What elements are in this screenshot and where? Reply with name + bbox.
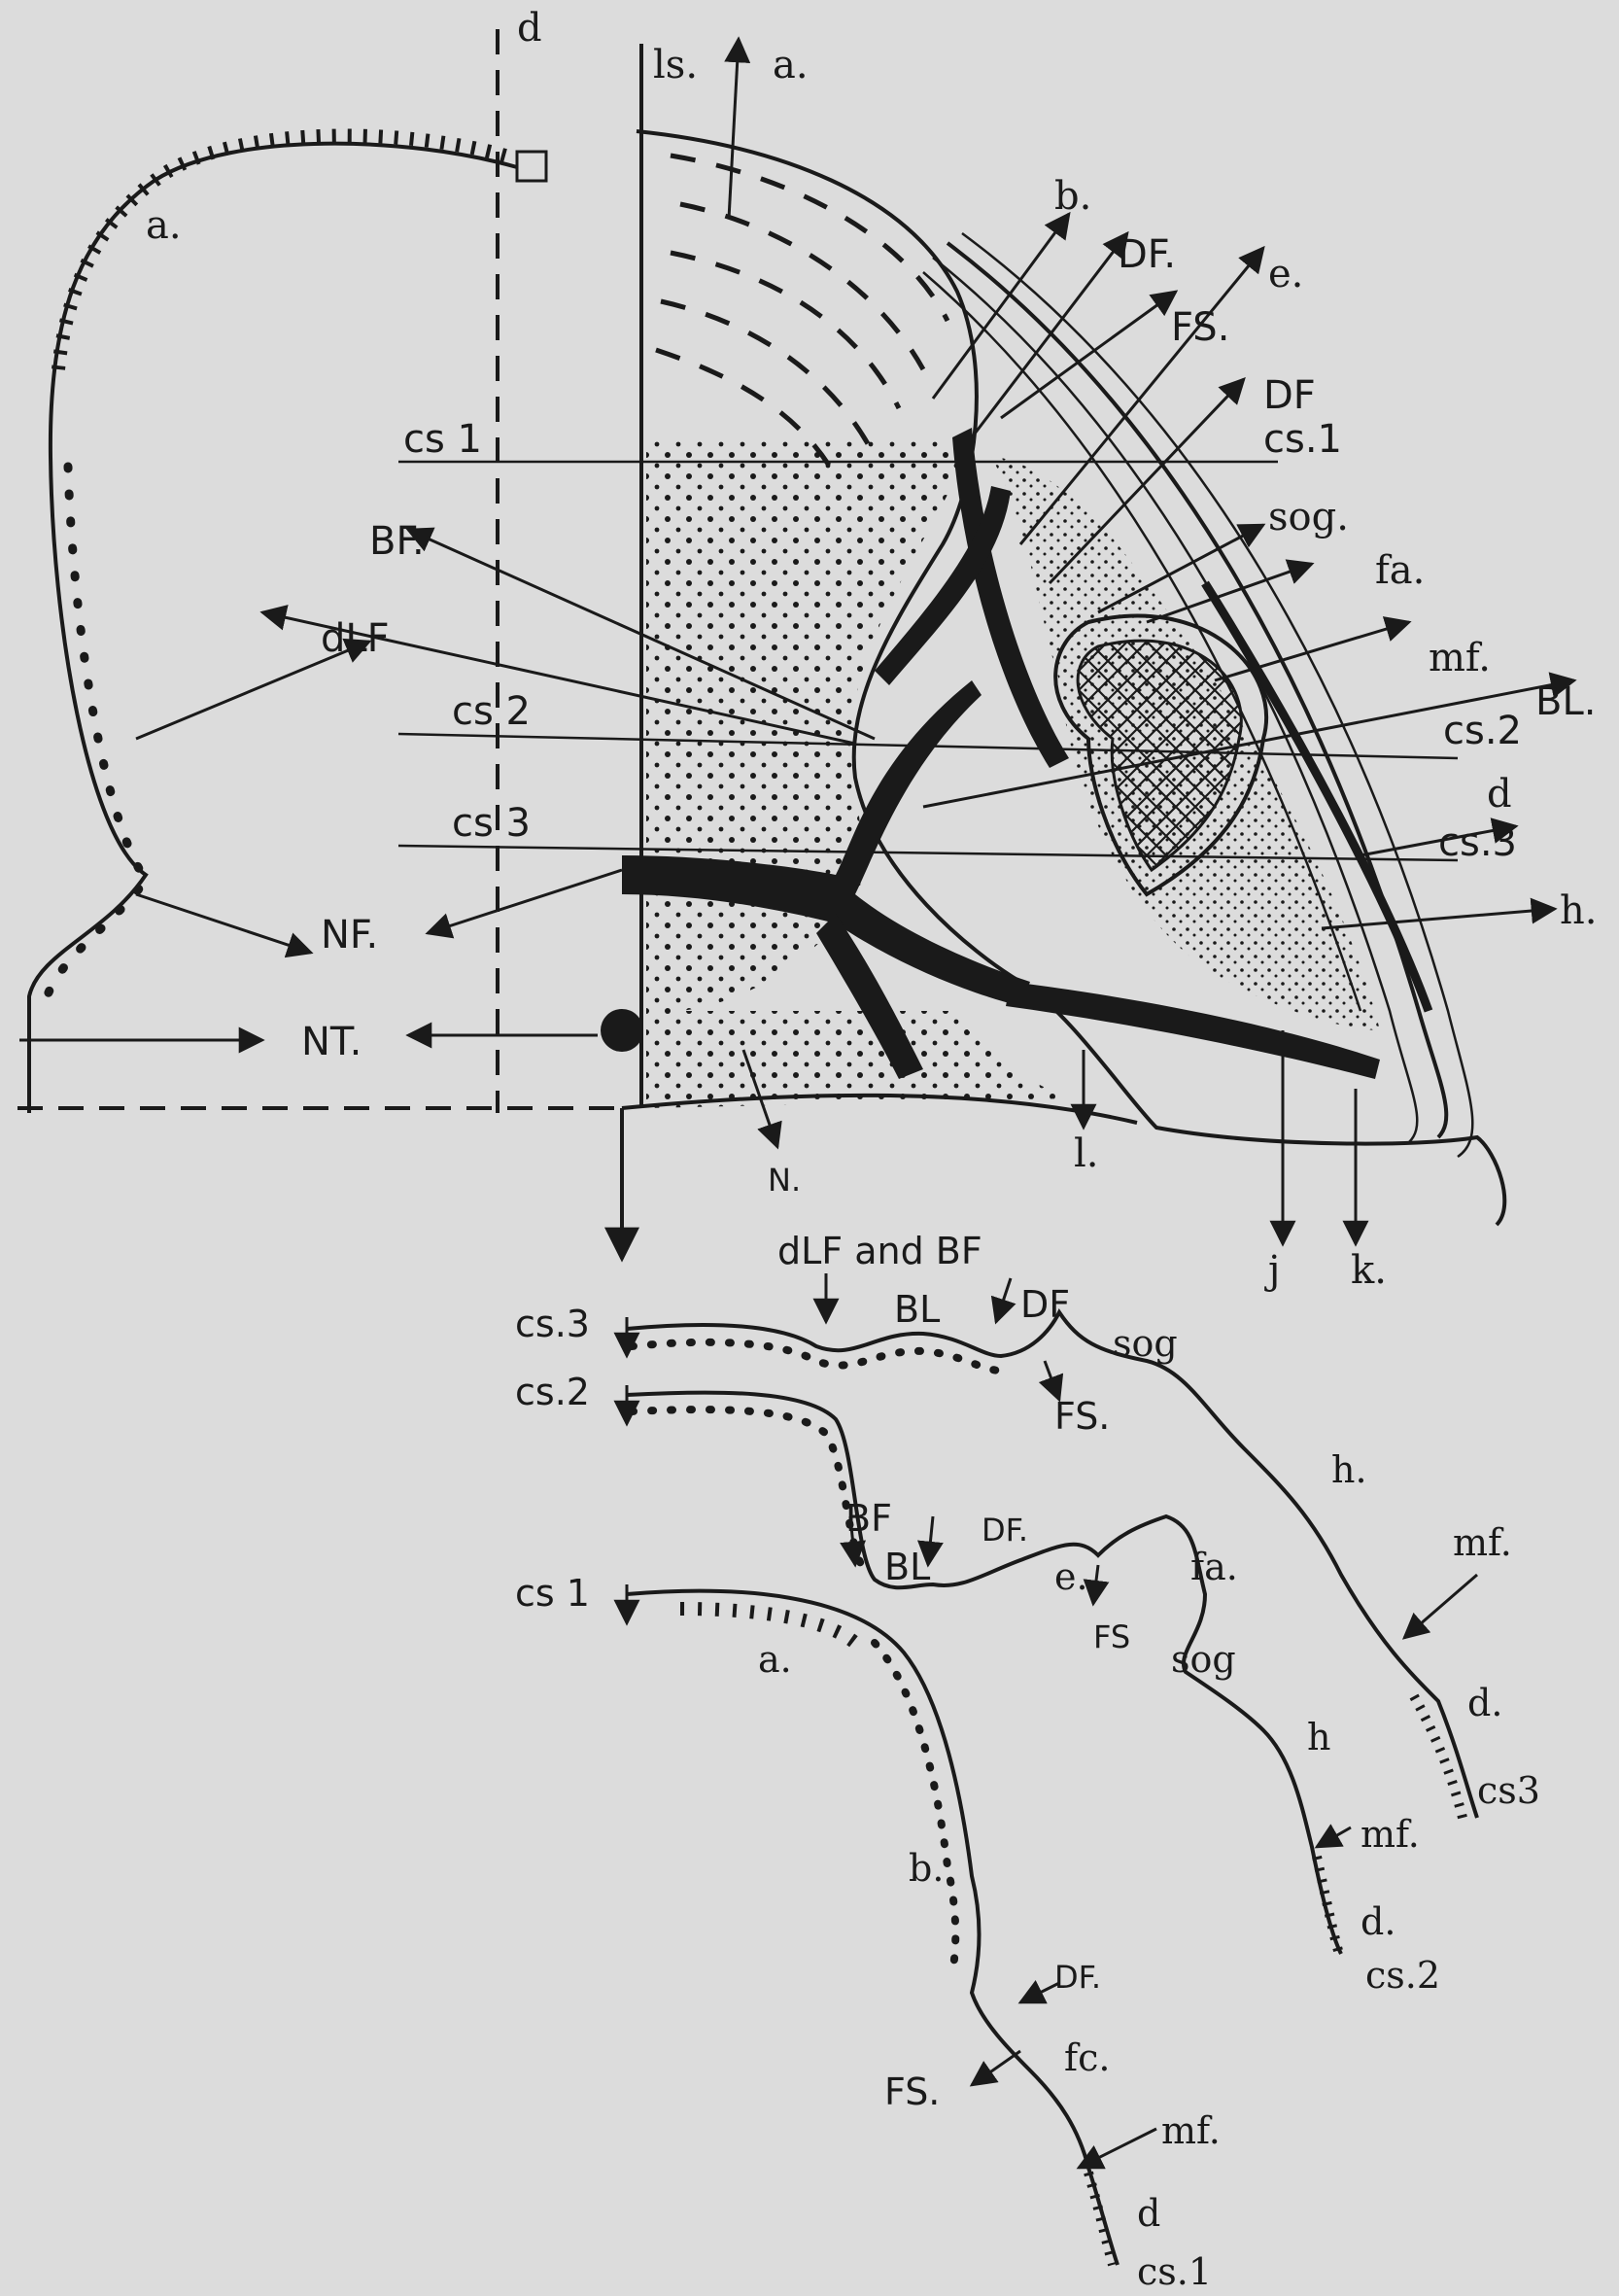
label-d-top: d xyxy=(517,6,542,51)
cs2-label-BL: BL xyxy=(884,1546,930,1588)
label-j: j xyxy=(1264,1248,1280,1293)
cs3-label-d: d. xyxy=(1467,1682,1502,1724)
label-cs2-left: cs 2 xyxy=(452,689,531,734)
cs1-label-d: d xyxy=(1137,2192,1160,2235)
head-outline xyxy=(29,144,517,1113)
cs3-label-h: h. xyxy=(1331,1448,1367,1491)
label-k: k. xyxy=(1351,1248,1387,1293)
cs1-label-DF: DF. xyxy=(1054,1959,1101,1996)
head-hatch xyxy=(58,136,505,369)
cs3-hatch xyxy=(1414,1696,1463,1818)
cs2-label-BF: BF xyxy=(845,1497,892,1540)
label-a-top: a. xyxy=(773,43,809,87)
cs1-label-a: a. xyxy=(758,1638,792,1681)
cs1-hatch-bottom xyxy=(1088,2173,1113,2265)
label-d-right: d xyxy=(1487,772,1512,817)
cs3-label-sog: sog xyxy=(1113,1322,1178,1365)
cs2-label: cs.2 xyxy=(515,1371,590,1413)
cs2-label-d: d. xyxy=(1361,1900,1395,1943)
label-BF: BF. xyxy=(369,519,425,564)
label-ls: ls. xyxy=(653,43,698,87)
cs2-label-mf: mf. xyxy=(1361,1813,1420,1856)
cs1-profile xyxy=(627,1591,1118,2265)
cs3-label-FS: FS. xyxy=(1054,1395,1110,1438)
cs3-label-DF: DF xyxy=(1020,1283,1070,1326)
section-arrows xyxy=(627,1273,1477,2168)
label-NF: NF. xyxy=(321,913,378,957)
label-fa: fa. xyxy=(1375,548,1425,593)
label-h: h. xyxy=(1560,888,1597,933)
cs2-dots xyxy=(632,1409,865,1570)
label-cs3-left: cs 3 xyxy=(452,801,531,846)
cs1-label-end: cs.1 xyxy=(1137,2250,1212,2293)
cs1-label-b: b. xyxy=(909,1847,944,1890)
cross-sections xyxy=(627,1273,1477,2265)
dashed-arcs xyxy=(656,156,947,476)
label-a-head: a. xyxy=(146,203,182,248)
label-NT: NT. xyxy=(301,1020,362,1064)
cs2-label-e: e. xyxy=(1054,1555,1088,1598)
cs1-label-FS: FS. xyxy=(884,2070,940,2113)
cs1-label-mf: mf. xyxy=(1161,2109,1221,2152)
cs3-label: cs.3 xyxy=(515,1303,590,1345)
label-cs1-left: cs 1 xyxy=(403,417,482,462)
label-dLF: dLF xyxy=(321,616,390,661)
label-e: e. xyxy=(1268,252,1303,296)
cs2-label-end: cs.2 xyxy=(1365,1954,1440,1997)
label-N: N. xyxy=(768,1162,801,1199)
cs1-dots xyxy=(875,1643,955,1973)
label-BL: BL. xyxy=(1535,679,1596,724)
cs3-label-end: cs3 xyxy=(1477,1769,1540,1812)
cs2-label-DF: DF. xyxy=(982,1512,1028,1548)
cs2-label-fa: fa. xyxy=(1190,1546,1238,1588)
cs3-label-mf: mf. xyxy=(1453,1521,1512,1564)
cs2-label-FS: FS xyxy=(1093,1618,1130,1655)
label-b: b. xyxy=(1054,174,1091,219)
cross-section-labels: cs.3 cs.2 cs 1 dLF and BF BL DF FS. sog … xyxy=(515,1230,1540,2293)
NT-dot xyxy=(601,1009,643,1052)
label-l: l. xyxy=(1074,1131,1099,1176)
cs3-label-BL: BL xyxy=(894,1288,940,1331)
label-sog: sog. xyxy=(1268,495,1349,539)
label-cs2-right: cs.2 xyxy=(1443,709,1522,753)
label-cs1-right: cs.1 xyxy=(1263,417,1342,462)
d-marker-box xyxy=(517,152,546,181)
label-DF-2: DF xyxy=(1263,373,1316,418)
label-FS: FS. xyxy=(1171,305,1229,350)
label-cs3-right: cs.3 xyxy=(1438,820,1517,865)
cs2-label-h: h xyxy=(1307,1716,1330,1758)
cs2-label-sog: sog xyxy=(1171,1638,1236,1681)
dotted-field-main xyxy=(646,437,972,1011)
top-view xyxy=(17,29,1574,1259)
dotted-field-lower xyxy=(646,1011,1069,1108)
cs3-profile xyxy=(627,1312,1477,1818)
label-mf: mf. xyxy=(1429,636,1491,680)
cs3-label-top-group: dLF and BF xyxy=(777,1230,982,1272)
label-DF-1: DF. xyxy=(1118,232,1176,277)
cs1-label: cs 1 xyxy=(515,1572,590,1615)
cs1-label-fc: fc. xyxy=(1064,2036,1110,2079)
